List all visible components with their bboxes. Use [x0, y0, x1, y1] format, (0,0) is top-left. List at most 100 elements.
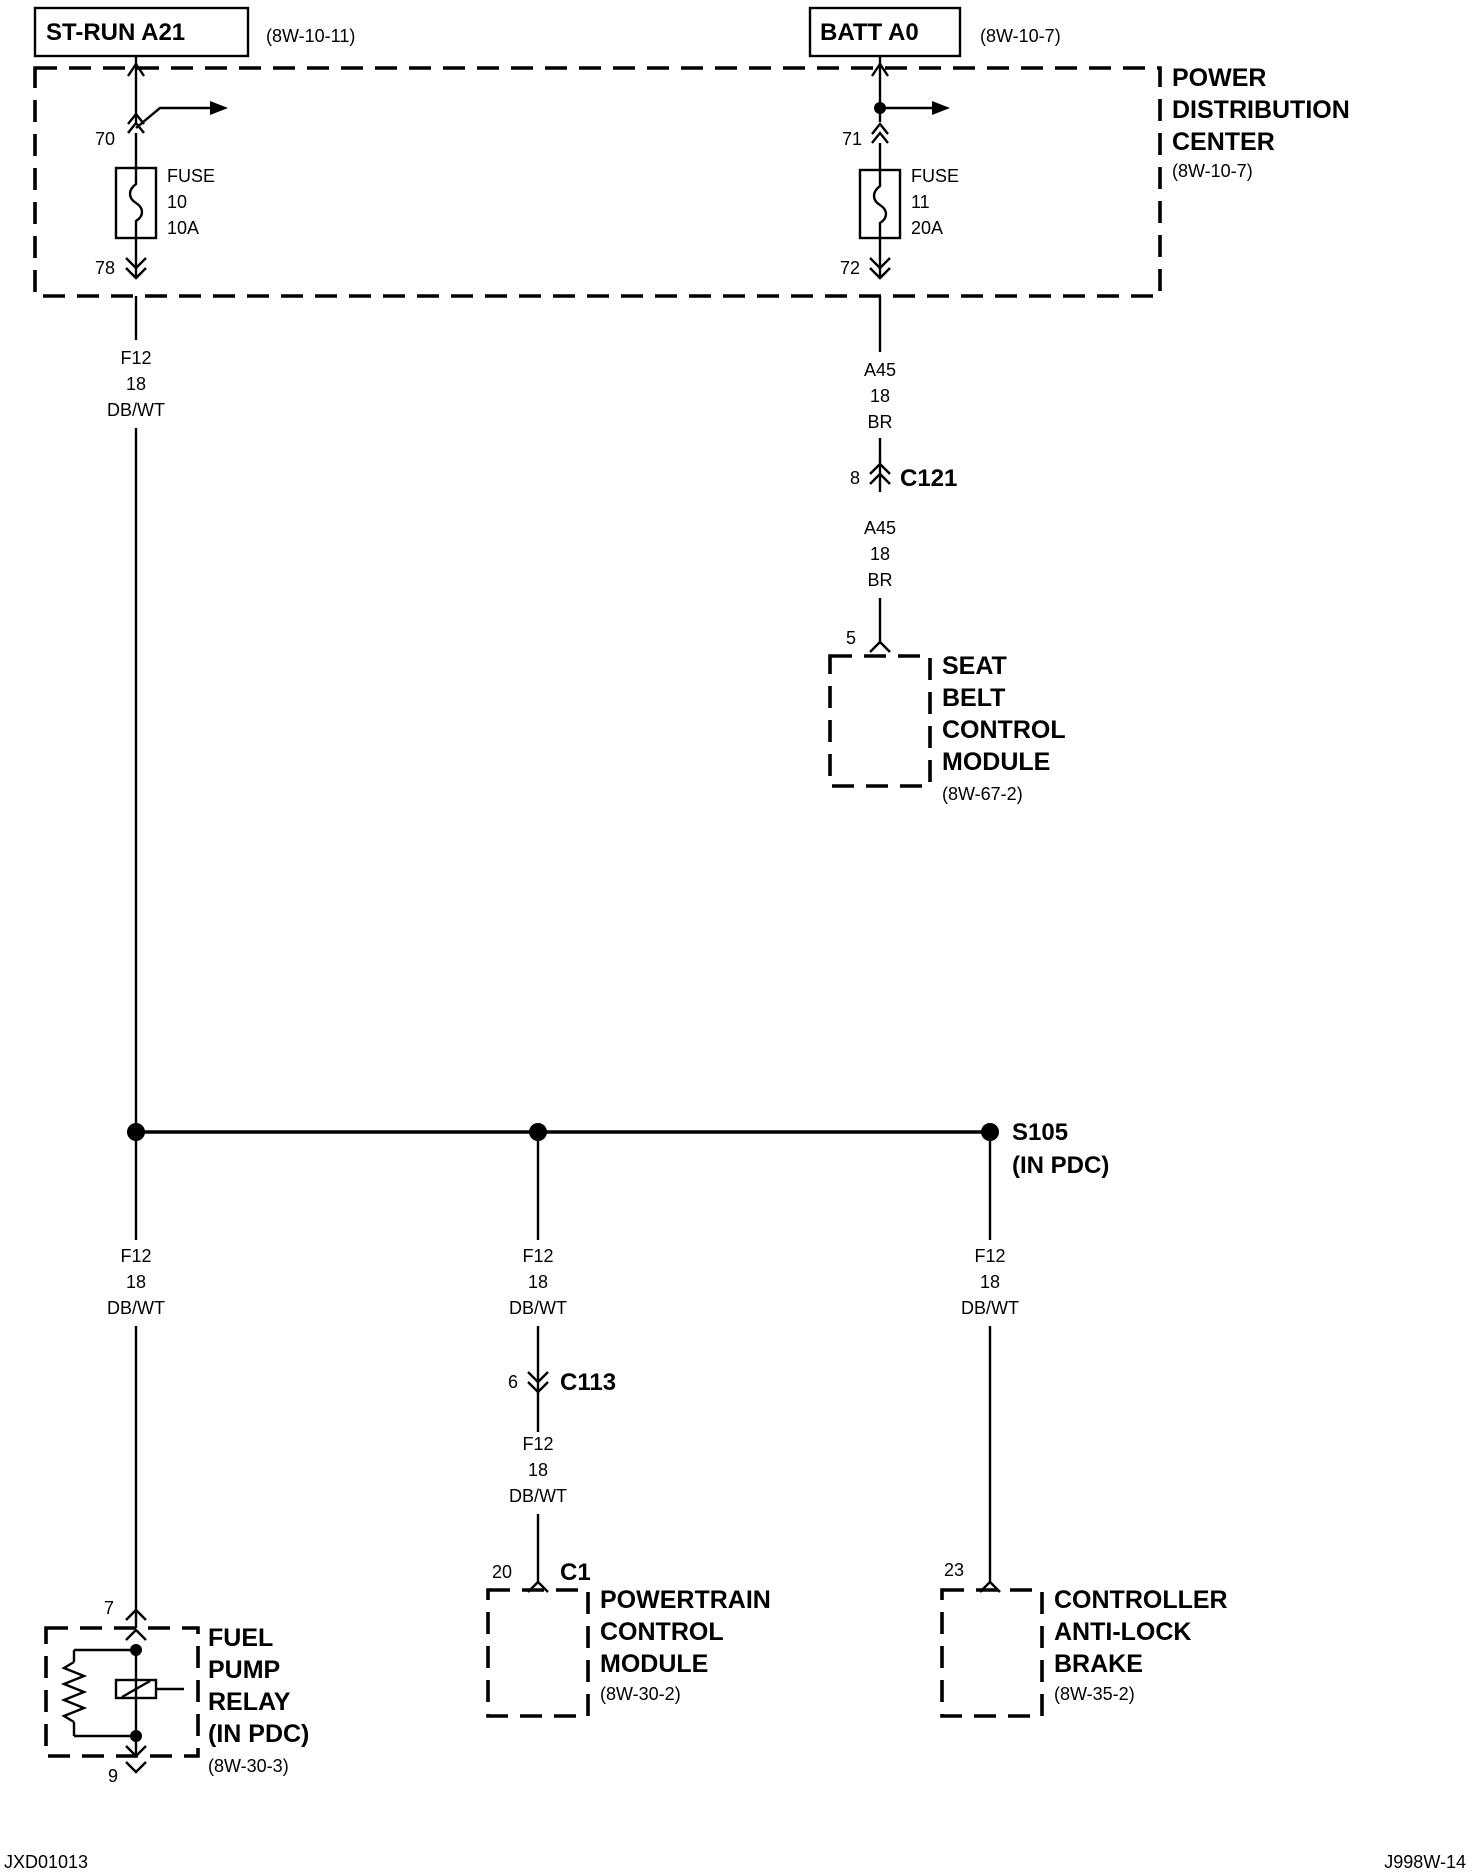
connector-female-icon — [871, 122, 889, 135]
wire-a45-lower-circuit: A45 — [864, 518, 896, 538]
fuse-10-out-pin: 78 — [95, 258, 115, 278]
wire-f12-pcm-upper-gauge: 18 — [528, 1272, 548, 1292]
connector-female-icon — [127, 112, 145, 125]
fuel-pump-relay: 7 9 FUEL PUMP RELAY (IN PDC) (8W-30-3) — [44, 1598, 309, 1786]
connector-female-icon — [125, 1608, 147, 1621]
wire-f12-pcm: F12 18 DB/WT 6 C113 F12 18 DB/WT — [508, 1132, 616, 1593]
seat-belt-line-1: SEAT — [942, 652, 1007, 680]
wire-f12-pcm-lower-gauge: 18 — [528, 1460, 548, 1480]
relay-line-3: RELAY — [208, 1688, 291, 1716]
wire-a45-upper-gauge: 18 — [870, 386, 890, 406]
connector-male-icon — [125, 257, 147, 270]
wire-a45-lower-gauge: 18 — [870, 544, 890, 564]
wire-f12-abs-color: DB/WT — [961, 1298, 1019, 1318]
footer-right-code: J998W-14 — [1384, 1852, 1466, 1872]
branch-arrow — [135, 106, 210, 129]
abs-line-1: CONTROLLER — [1054, 1586, 1228, 1614]
pdc-title-line-2: DISTRIBUTION — [1172, 96, 1350, 124]
connector-female-icon — [869, 640, 891, 653]
wire-f12-abs-circuit: F12 — [974, 1246, 1005, 1266]
wire-f12-pcm-lower-circuit: F12 — [522, 1434, 553, 1454]
wire-a45-upper-color: BR — [867, 412, 892, 432]
wire-f12-relay-gauge: 18 — [126, 1272, 146, 1292]
resistor-icon — [60, 1660, 88, 1724]
connector-c1-name: C1 — [560, 1559, 591, 1586]
pdc-title-line-1: POWER — [1172, 64, 1266, 92]
connector-male-icon — [869, 257, 891, 270]
arrow-right-icon — [210, 101, 228, 115]
wire-f12-pcm-upper-color: DB/WT — [509, 1298, 567, 1318]
connector-c121-icon — [869, 462, 891, 475]
seat-belt-ref: (8W-67-2) — [942, 784, 1023, 804]
fuse-10-circuit: 70 FUSE 10 10A 78 — [95, 56, 228, 280]
source-batt-ref: (8W-10-7) — [980, 26, 1061, 46]
powertrain-control-module: 20 C1 POWERTRAIN CONTROL MODULE (8W-30-2… — [486, 1559, 771, 1718]
wire-f12-main: F12 18 DB/WT — [107, 296, 165, 1132]
connector-c113-icon — [527, 1371, 549, 1384]
seat-belt-line-2: BELT — [942, 684, 1005, 712]
wire-f12-pcm-upper-circuit: F12 — [522, 1246, 553, 1266]
splice-name: S105 — [1012, 1119, 1068, 1146]
seat-belt-control-module: 5 SEAT BELT CONTROL MODULE (8W-67-2) — [828, 628, 1066, 804]
footer-left-code: JXD01013 — [4, 1852, 88, 1872]
seat-belt-line-4: MODULE — [942, 748, 1050, 776]
wire-a45: A45 18 BR 8 C121 A45 18 BR — [850, 296, 957, 653]
connector-male-icon — [125, 1745, 147, 1758]
source-st-run-ref: (8W-10-11) — [266, 26, 355, 46]
fuse-11-line-3: 20A — [911, 218, 943, 238]
fuse-10-line-2: 10 — [167, 192, 187, 212]
relay-pin-top: 7 — [104, 1598, 114, 1618]
abs-line-2: ANTI-LOCK — [1054, 1618, 1191, 1646]
relay-line-4: (IN PDC) — [208, 1720, 309, 1748]
connector-c121-pin: 8 — [850, 468, 860, 488]
source-st-run: ST-RUN A21 (8W-10-11) — [33, 6, 355, 58]
fuse-10-line-1: FUSE — [167, 166, 215, 186]
abs-pin: 23 — [944, 1560, 964, 1580]
relay-line-1: FUEL — [208, 1624, 273, 1652]
pcm-line-2: CONTROL — [600, 1618, 724, 1646]
wire-a45-upper-circuit: A45 — [864, 360, 896, 380]
abs-line-3: BRAKE — [1054, 1650, 1143, 1678]
wire-f12-abs-gauge: 18 — [980, 1272, 1000, 1292]
splice-note: (IN PDC) — [1012, 1152, 1109, 1179]
relay-line-2: PUMP — [208, 1656, 280, 1684]
splice-bus: S105 (IN PDC) — [127, 1119, 1109, 1179]
source-batt: BATT A0 (8W-10-7) — [808, 6, 1061, 58]
fuse-10-element — [128, 168, 144, 238]
wire-f12-main-color: DB/WT — [107, 400, 165, 420]
seat-belt-line-3: CONTROL — [942, 716, 1066, 744]
seat-belt-pin: 5 — [846, 628, 856, 648]
fuse-11-in-pin: 71 — [842, 129, 862, 149]
fuse-10-in-pin: 70 — [95, 129, 115, 149]
pdc-box: POWER DISTRIBUTION CENTER (8W-10-7) — [33, 64, 1350, 298]
wire-f12-relay: F12 18 DB/WT — [107, 1132, 165, 1628]
arrow-up-icon — [871, 61, 889, 77]
wire-f12-abs: F12 18 DB/WT — [961, 1132, 1019, 1593]
controller-anti-lock-brake: 23 CONTROLLER ANTI-LOCK BRAKE (8W-35-2) — [940, 1560, 1228, 1718]
arrow-up-icon — [127, 61, 145, 77]
fuse-11-circuit: 71 FUSE 11 20A 72 — [840, 56, 959, 280]
relay-ref: (8W-30-3) — [208, 1756, 289, 1776]
wire-f12-main-circuit: F12 — [120, 348, 151, 368]
wire-f12-pcm-lower-color: DB/WT — [509, 1486, 567, 1506]
source-batt-label: BATT A0 — [820, 19, 919, 46]
connector-c1-pin: 20 — [492, 1562, 512, 1582]
pdc-title-line-3: CENTER — [1172, 128, 1275, 156]
connector-c121-name: C121 — [900, 465, 957, 492]
fuse-11-line-1: FUSE — [911, 166, 959, 186]
fuse-11-element — [872, 170, 888, 238]
relay-pin-bottom: 9 — [108, 1766, 118, 1786]
arrow-right-icon — [932, 101, 950, 115]
pcm-line-3: MODULE — [600, 1650, 708, 1678]
connector-c113-name: C113 — [560, 1369, 616, 1396]
wire-f12-main-gauge: 18 — [126, 374, 146, 394]
wire-a45-lower-color: BR — [867, 570, 892, 590]
pdc-ref: (8W-10-7) — [1172, 161, 1253, 181]
source-st-run-label: ST-RUN A21 — [46, 19, 185, 46]
fuse-11-out-pin: 72 — [840, 258, 860, 278]
wire-f12-relay-color: DB/WT — [107, 1298, 165, 1318]
abs-ref: (8W-35-2) — [1054, 1684, 1135, 1704]
pcm-line-1: POWERTRAIN — [600, 1586, 771, 1614]
fuse-11-line-2: 11 — [911, 192, 930, 212]
